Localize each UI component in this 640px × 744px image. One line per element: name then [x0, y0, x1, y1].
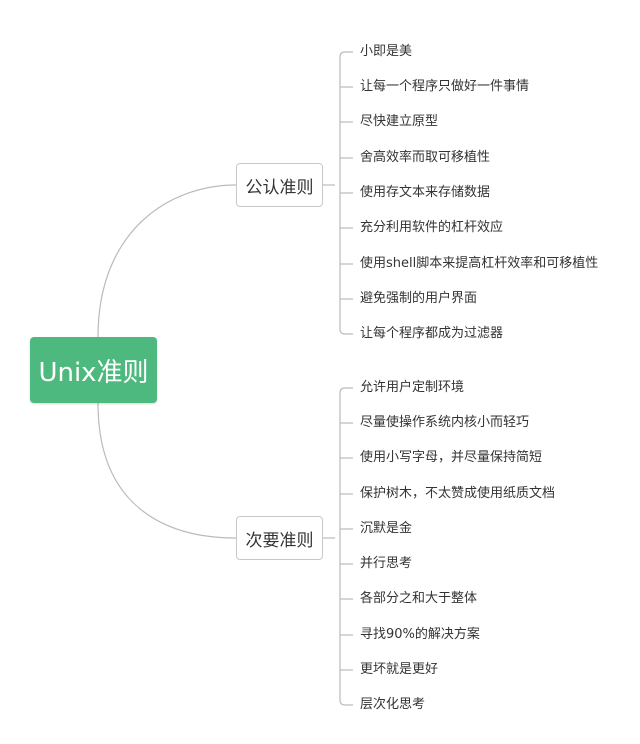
leaf-node[interactable]: 保护树木，不太赞成使用纸质文档 [360, 486, 556, 501]
leaf-node[interactable]: 充分利用软件的杠杆效应 [360, 220, 504, 235]
branch-node-primary[interactable]: 公认准则 [236, 163, 323, 207]
leaf-node[interactable]: 允许用户定制环境 [360, 380, 465, 395]
leaf-node[interactable]: 沉默是金 [360, 521, 413, 536]
leaf-node[interactable]: 使用小写字母，并尽量保持简短 [360, 450, 543, 465]
leaf-node[interactable]: 避免强制的用户界面 [360, 291, 478, 306]
leaf-node[interactable]: 尽量使操作系统内核小而轻巧 [360, 415, 530, 430]
connector-line [339, 51, 353, 58]
leaf-node[interactable]: 小即是美 [360, 44, 413, 59]
leaf-node[interactable]: 各部分之和大于整体 [360, 591, 478, 606]
branch-node-secondary[interactable]: 次要准则 [236, 516, 323, 560]
connector-line [339, 328, 353, 335]
connector-line [339, 699, 353, 706]
branch-label: 次要准则 [245, 530, 314, 551]
root-label: Unix准则 [38, 357, 149, 388]
root-node[interactable]: Unix准则 [30, 337, 157, 403]
leaf-node[interactable]: 让每个程序都成为过滤器 [360, 326, 504, 341]
leaf-node[interactable]: 更坏就是更好 [360, 662, 439, 677]
leaf-node[interactable]: 层次化思考 [360, 697, 426, 712]
connector-line [339, 387, 353, 394]
connector-line [97, 184, 237, 338]
leaf-node[interactable]: 并行思考 [360, 556, 413, 571]
leaf-node[interactable]: 舍高效率而取可移植性 [360, 150, 491, 165]
leaf-node[interactable]: 使用存文本来存储数据 [360, 185, 491, 200]
connector-line [97, 402, 237, 539]
leaf-node[interactable]: 寻找90%的解决方案 [360, 627, 480, 642]
leaf-node[interactable]: 尽快建立原型 [360, 114, 439, 129]
leaf-node[interactable]: 使用shell脚本来提高杠杆效率和可移植性 [360, 256, 599, 271]
branch-label: 公认准则 [245, 177, 314, 198]
leaf-node[interactable]: 让每一个程序只做好一件事情 [360, 79, 530, 94]
